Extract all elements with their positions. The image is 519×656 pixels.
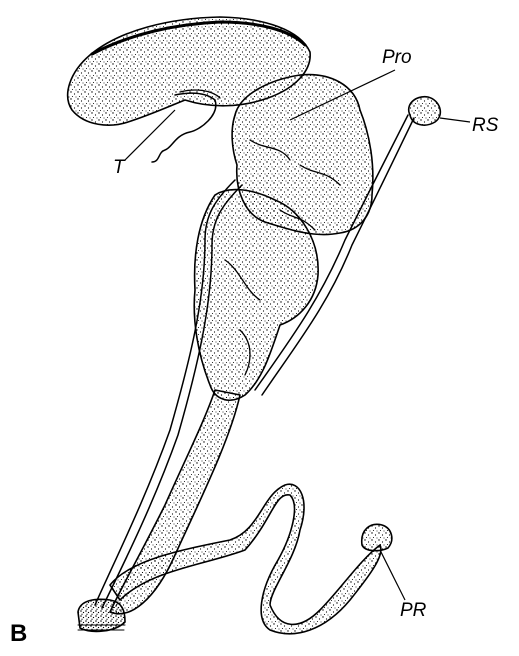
label-pro: Pro (382, 48, 412, 67)
terminal-pr (362, 524, 392, 550)
looping-tube (110, 484, 381, 634)
label-t: T (113, 158, 125, 177)
leader-line-rs (440, 118, 470, 122)
label-rs: RS (472, 116, 498, 135)
label-pr: PR (400, 601, 426, 620)
base-plate (78, 599, 125, 631)
leader-line-pr (380, 550, 405, 600)
coiled-mass-lower (194, 190, 318, 401)
panel-letter: B (10, 622, 27, 646)
bulb-rs (409, 97, 441, 125)
